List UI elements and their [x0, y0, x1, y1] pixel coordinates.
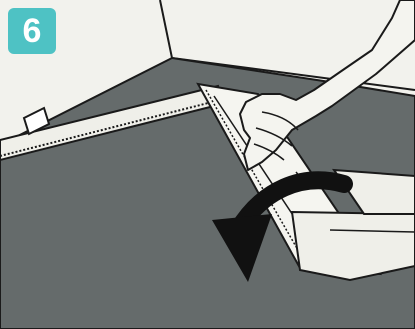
- step-number-badge: 6: [8, 8, 56, 54]
- plank-end-board: [292, 212, 415, 280]
